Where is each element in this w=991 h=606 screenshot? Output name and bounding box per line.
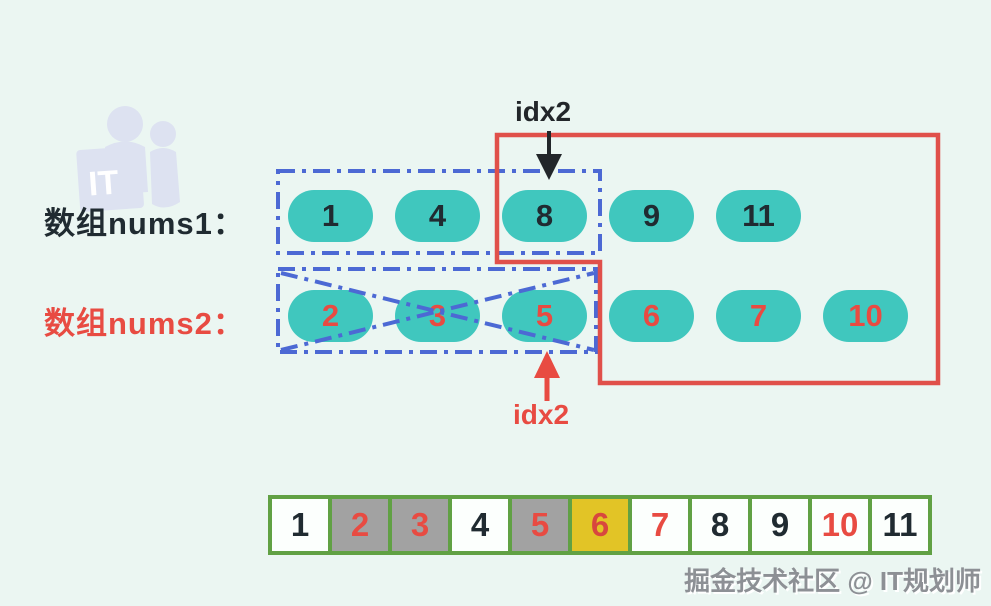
nums1-label: 数组nums1： [44, 206, 245, 241]
nums1-pill: 9 [609, 190, 694, 242]
nums2-pill: 5 [502, 290, 587, 342]
nums1-pill: 4 [395, 190, 480, 242]
nums1-pill: 1 [288, 190, 373, 242]
merged-cell: 7 [628, 495, 692, 555]
idx2-top-arrow-head [536, 154, 562, 180]
nums2-pill: 7 [716, 290, 801, 342]
nums1-pill: 11 [716, 190, 801, 242]
merged-cell: 8 [688, 495, 752, 555]
nums2-pill: 2 [288, 290, 373, 342]
merged-cell: 9 [748, 495, 812, 555]
it-mascot-logo: IT [70, 102, 200, 217]
nums2-label: 数组nums2： [44, 306, 245, 341]
watermark-text: 掘金技术社区 @ IT规划师 [684, 566, 981, 596]
merged-cell: 10 [808, 495, 872, 555]
merged-cell: 4 [448, 495, 512, 555]
nums2-pill: 10 [823, 290, 908, 342]
merged-cell: 6 [568, 495, 632, 555]
merged-cell: 1 [268, 495, 332, 555]
merged-cell: 3 [388, 495, 452, 555]
merged-cell: 11 [868, 495, 932, 555]
idx2-top-label: idx2 [515, 96, 572, 127]
merged-cell: 2 [328, 495, 392, 555]
idx2-bottom-arrow-head [534, 351, 560, 378]
merged-cell: 5 [508, 495, 572, 555]
idx2-bottom-label: idx2 [513, 399, 570, 430]
logo-board-text: IT [87, 163, 120, 203]
nums1-pill: 8 [502, 190, 587, 242]
nums2-pill: 6 [609, 290, 694, 342]
it-mascot-graphic: IT [76, 106, 180, 212]
remaining-region-red-box [494, 132, 941, 386]
nums2-pill: 3 [395, 290, 480, 342]
